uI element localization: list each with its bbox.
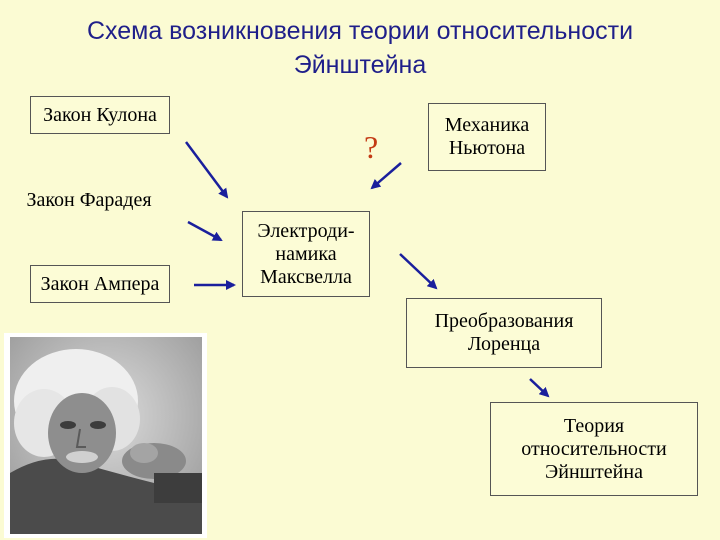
title-line-1: Схема возникновения теории относительнос… xyxy=(86,17,634,45)
box-relativity-theory: Теория относительности Эйнштейна xyxy=(490,402,698,496)
arrow-lorentz-to-relativity xyxy=(529,378,550,398)
box-maxwell-electrodynamics: Электроди- намика Максвелла xyxy=(242,211,370,297)
einstein-portrait-image xyxy=(4,333,207,538)
title-line-2: Эйнштейна xyxy=(293,51,427,79)
arrow-maxwell-to-lorentz xyxy=(399,253,438,290)
question-mark: ? xyxy=(364,129,379,165)
arrow-coulomb-to-maxwell xyxy=(184,141,229,199)
box-faraday-law: Закон Фарадея xyxy=(26,188,152,211)
box-lorentz-transformations: Преобразования Лоренца xyxy=(406,298,602,368)
diagram-title: Схема возникновения теории относительнос… xyxy=(0,14,720,82)
arrow-faraday-to-maxwell xyxy=(187,220,223,242)
box-ampere-law: Закон Ампера xyxy=(30,265,170,303)
box-coulomb-law: Закон Кулона xyxy=(30,96,170,134)
arrow-newton-to-maxwell xyxy=(370,162,402,190)
box-newton-mechanics: Механика Ньютона xyxy=(428,103,546,171)
